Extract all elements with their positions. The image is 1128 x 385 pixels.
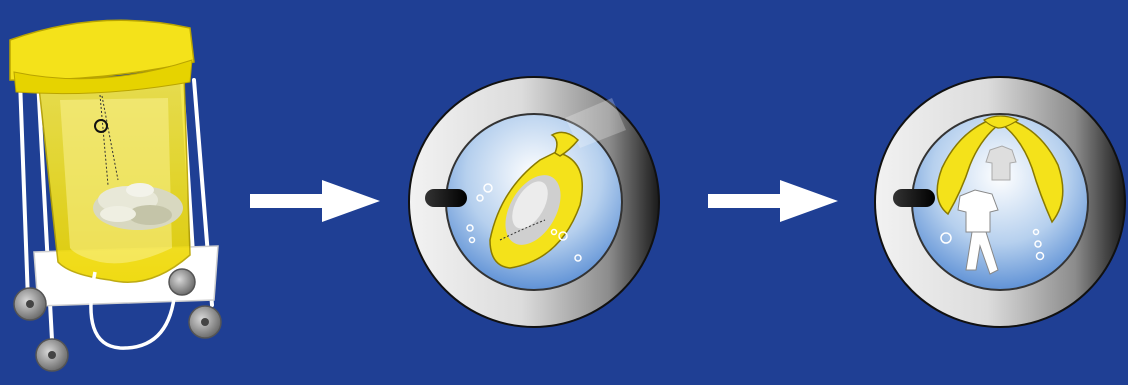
wheels <box>13 268 222 372</box>
washing-machine-closed-bag-icon <box>408 76 660 328</box>
washing-machine-open-bag-icon <box>874 76 1126 328</box>
right-arrow-icon <box>708 180 838 222</box>
bubbles <box>466 183 582 262</box>
right-arrow-icon <box>250 180 380 222</box>
bubbles <box>940 228 1045 261</box>
clothing <box>957 189 999 275</box>
laundry-pile <box>93 183 183 230</box>
laundry-trolley-with-yellow-bag-icon <box>9 19 222 372</box>
